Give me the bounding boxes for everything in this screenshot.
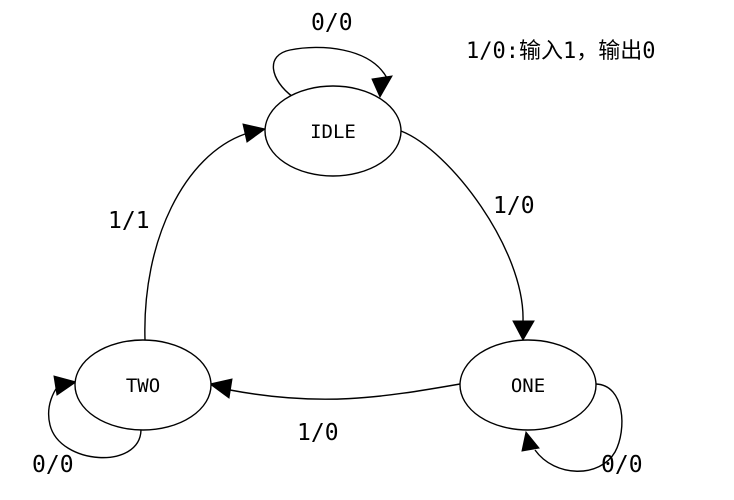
edge-two-to-idle-arrowhead bbox=[242, 123, 267, 143]
edge-label-two-self: 0/0 bbox=[32, 452, 74, 478]
state-node-one: ONE bbox=[459, 339, 597, 431]
edge-one-self-loop bbox=[534, 383, 623, 472]
edge-idle-self-loop bbox=[272, 46, 388, 98]
edge-two-self-loop-arrowhead bbox=[53, 375, 78, 396]
state-node-idle: IDLE bbox=[264, 85, 402, 177]
state-one-shape bbox=[459, 339, 597, 431]
state-one-label: ONE bbox=[511, 375, 545, 397]
state-node-two: TWO bbox=[74, 339, 212, 431]
state-two-shape bbox=[74, 339, 212, 431]
edge-one-self-loop-arrowhead bbox=[521, 430, 540, 452]
state-idle-shape bbox=[264, 85, 402, 177]
edge-idle-to-one-arrowhead bbox=[512, 320, 535, 342]
edge-label-one-to-two: 1/0 bbox=[297, 420, 339, 446]
edge-label-idle-self: 0/0 bbox=[311, 10, 353, 36]
edge-idle-self-loop-arrowhead bbox=[371, 75, 393, 99]
state-two-label: TWO bbox=[126, 375, 160, 397]
edge-label-idle-to-one: 1/0 bbox=[493, 193, 535, 219]
edge-two-self-loop bbox=[48, 385, 142, 459]
edge-one-to-two bbox=[229, 383, 461, 400]
edge-idle-to-one bbox=[400, 130, 524, 322]
edge-label-two-to-idle: 1/1 bbox=[108, 208, 150, 234]
edge-two-to-idle bbox=[144, 133, 246, 341]
edge-label-one-self: 0/0 bbox=[601, 452, 643, 478]
state-idle-label: IDLE bbox=[310, 121, 356, 143]
edge-one-to-two-arrowhead bbox=[208, 378, 233, 399]
legend-text: 1/0:输入1，输出0 bbox=[466, 39, 655, 64]
